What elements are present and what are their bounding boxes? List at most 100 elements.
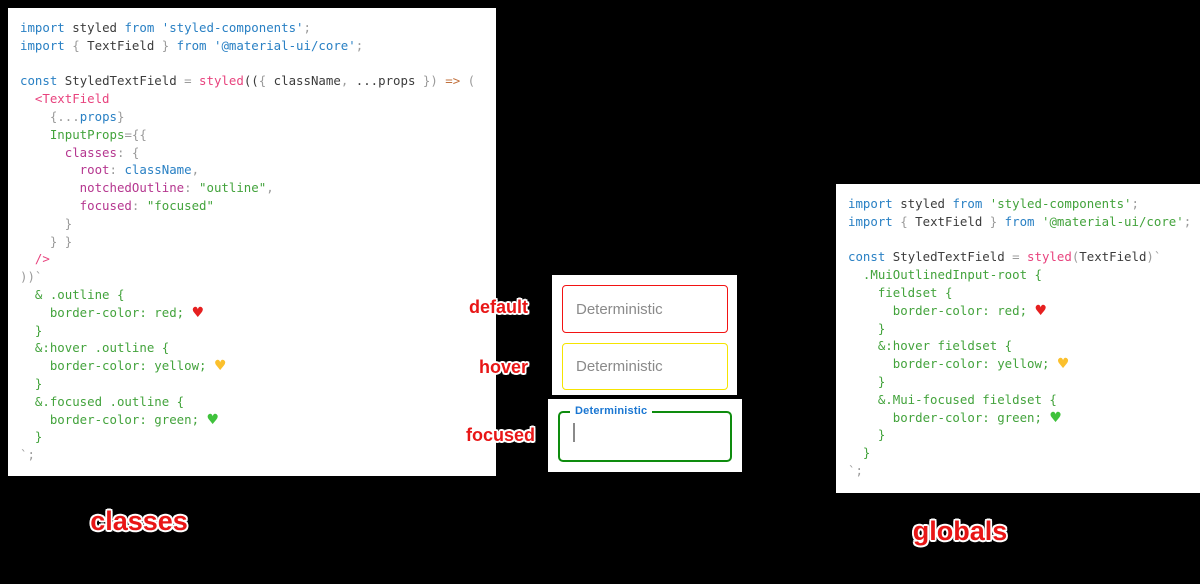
code-token: styled bbox=[64, 20, 117, 35]
code-line: } bbox=[848, 444, 1200, 462]
code-line: ))` bbox=[20, 268, 496, 286]
code-token: : { bbox=[116, 144, 140, 160]
code-line: } } bbox=[20, 233, 496, 251]
code-token: ( bbox=[460, 73, 476, 89]
code-token: const bbox=[20, 73, 58, 89]
code-line: fieldset { bbox=[848, 284, 1200, 302]
text-cursor bbox=[573, 423, 575, 442]
code-token: } bbox=[117, 108, 125, 124]
code-line: import { TextField } from '@material-ui/… bbox=[20, 37, 496, 55]
code-token: } bbox=[848, 373, 886, 389]
code-token: .MuiOutlinedInput-root { bbox=[848, 267, 1042, 283]
code-token: } bbox=[20, 429, 43, 445]
code-token: : bbox=[131, 197, 140, 213]
code-token: ; bbox=[1131, 196, 1139, 211]
code-line: } bbox=[20, 428, 496, 446]
code-token: 'styled-components' bbox=[154, 20, 304, 35]
code-line: import { TextField } from '@material-ui/… bbox=[848, 213, 1200, 231]
code-token: } bbox=[848, 445, 871, 461]
code-token: border-color: yellow; bbox=[848, 356, 1057, 372]
code-token: (( bbox=[243, 73, 259, 89]
code-token: &:hover fieldset { bbox=[848, 338, 1013, 354]
code-token: "focused" bbox=[139, 197, 214, 213]
code-token: ; bbox=[303, 20, 311, 35]
code-token: & .outline { bbox=[20, 286, 125, 302]
code-token: &.Mui-focused fieldset { bbox=[848, 391, 1057, 407]
state-label-focused: focused bbox=[465, 425, 535, 445]
code-token: ; bbox=[355, 37, 364, 53]
code-line bbox=[848, 231, 1200, 249]
code-line: &.Mui-focused fieldset { bbox=[848, 391, 1200, 409]
code-token: border-color: yellow; bbox=[20, 358, 214, 374]
code-token: } bbox=[20, 375, 43, 391]
code-token: = bbox=[176, 73, 192, 89]
code-token: TextField bbox=[79, 37, 155, 53]
code-token: from bbox=[944, 196, 983, 211]
code-token: styled bbox=[892, 196, 945, 211]
code-line: } bbox=[848, 373, 1200, 391]
code-line: &:hover fieldset { bbox=[848, 337, 1200, 355]
code-token: } bbox=[20, 322, 43, 338]
code-line bbox=[20, 55, 496, 73]
code-token: `; bbox=[20, 447, 35, 463]
code-token: <TextField bbox=[20, 91, 110, 107]
code-token: } bbox=[848, 427, 886, 443]
code-token: '@material-ui/core' bbox=[206, 37, 356, 53]
code-token: StyledTextField bbox=[885, 249, 1005, 265]
globals-code-panel: import styled from 'styled-components';i… bbox=[836, 184, 1200, 493]
code-token: border-color: red; bbox=[20, 304, 192, 320]
state-label-default: default bbox=[468, 297, 528, 317]
textfield-default[interactable] bbox=[562, 285, 728, 333]
code-line: border-color: red; ♥ bbox=[848, 302, 1200, 320]
code-line: import styled from 'styled-components'; bbox=[20, 19, 496, 37]
code-line: border-color: green; ♥ bbox=[20, 411, 496, 429]
code-token: import bbox=[848, 213, 893, 229]
code-line: } bbox=[20, 215, 496, 233]
code-token: InputProps bbox=[20, 126, 125, 142]
textfield-demo-panel-top bbox=[552, 275, 737, 395]
code-token: border-color: green; bbox=[20, 411, 207, 427]
code-line: .MuiOutlinedInput-root { bbox=[848, 266, 1200, 284]
code-token: &:hover .outline { bbox=[20, 340, 170, 356]
code-token: props bbox=[79, 108, 117, 124]
code-line: root: className, bbox=[20, 161, 496, 179]
textfield-focused-label: Deterministic bbox=[570, 405, 653, 417]
code-line: } bbox=[848, 320, 1200, 338]
heart-icon: ♥ bbox=[206, 411, 220, 428]
code-token: => bbox=[437, 73, 461, 89]
textfield-hover[interactable] bbox=[562, 343, 728, 390]
code-line: } bbox=[20, 322, 496, 340]
code-token: import bbox=[20, 37, 65, 53]
code-token: } bbox=[154, 37, 170, 53]
code-token: , bbox=[191, 162, 200, 178]
textfield-focused[interactable]: Deterministic bbox=[558, 405, 732, 462]
code-line: /> bbox=[20, 250, 496, 268]
caption-globals: globals bbox=[912, 516, 1008, 546]
code-token: , bbox=[340, 73, 349, 89]
code-line: <TextField bbox=[20, 90, 496, 108]
code-token: styled bbox=[1019, 249, 1072, 265]
code-line: notchedOutline: "outline", bbox=[20, 179, 496, 197]
code-line: &.focused .outline { bbox=[20, 393, 496, 411]
textfield-demo-panel-bottom: Deterministic bbox=[548, 399, 742, 472]
code-token: TextField bbox=[907, 213, 983, 229]
code-token: ( bbox=[1071, 249, 1080, 265]
code-token: className bbox=[266, 73, 341, 89]
code-token: )` bbox=[1146, 249, 1162, 265]
code-line: & .outline { bbox=[20, 286, 496, 304]
heart-icon: ♥ bbox=[191, 304, 205, 321]
code-token: } bbox=[848, 320, 886, 336]
code-token: } bbox=[20, 215, 73, 231]
code-token: }) bbox=[415, 73, 438, 89]
code-line: focused: "focused" bbox=[20, 197, 496, 215]
code-line: border-color: green; ♥ bbox=[848, 409, 1200, 427]
code-token: focused bbox=[20, 197, 132, 213]
code-token: from bbox=[169, 37, 207, 53]
code-token: {... bbox=[20, 108, 80, 124]
code-line: border-color: yellow; ♥ bbox=[20, 357, 496, 375]
code-line: } bbox=[848, 426, 1200, 444]
code-token: ; bbox=[1183, 213, 1192, 229]
code-token: const bbox=[848, 249, 886, 265]
code-token: import bbox=[20, 20, 65, 35]
